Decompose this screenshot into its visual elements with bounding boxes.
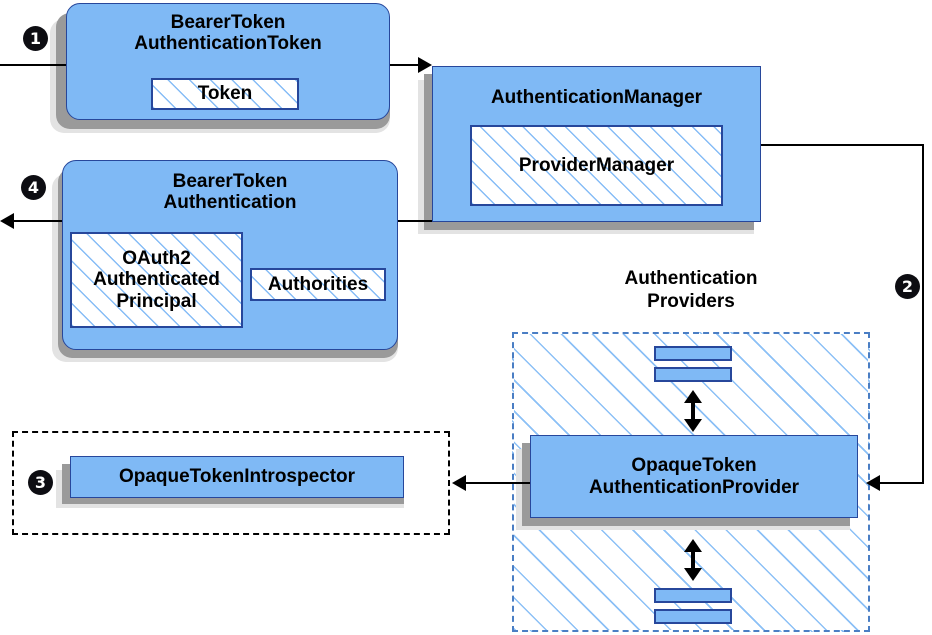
inner-token[interactable]: Token bbox=[151, 78, 299, 110]
provider-link-arrow-top bbox=[684, 390, 702, 432]
provider-stub-bottom-bar-1 bbox=[654, 588, 732, 603]
step-bullet-4: 4 bbox=[21, 175, 46, 200]
connector-provider-to-introspector bbox=[466, 482, 530, 484]
connector-manager-down-segment bbox=[922, 144, 924, 484]
provider-stub-top-bar-1 bbox=[654, 346, 732, 361]
inner-oauth2-authenticated-principal[interactable]: OAuth2 Authenticated Principal bbox=[70, 232, 243, 328]
opaque-token-introspector-title: OpaqueTokenIntrospector bbox=[118, 466, 356, 488]
authentication-providers-label: Authentication Providers bbox=[624, 268, 758, 312]
bearer-token-authentication-title: BearerToken Authentication bbox=[163, 171, 297, 214]
connector-token-to-manager bbox=[390, 64, 420, 66]
connector-provider-to-introspector-arrowhead bbox=[452, 475, 466, 491]
step-bullet-3: 3 bbox=[28, 470, 53, 495]
authentication-manager-title: AuthenticationManager bbox=[490, 87, 703, 108]
opaque-token-authentication-provider-title: OpaqueToken AuthenticationProvider bbox=[588, 455, 800, 498]
connector-manager-to-authentication bbox=[398, 220, 432, 222]
connector-manager-right-segment bbox=[761, 144, 924, 146]
node-opaque-token-authentication-provider[interactable]: OpaqueToken AuthenticationProvider bbox=[530, 435, 858, 518]
provider-stub-bottom-bar-2 bbox=[654, 609, 732, 624]
connector-token-to-manager-arrowhead bbox=[418, 57, 432, 73]
connector-authentication-output-arrowhead bbox=[0, 213, 14, 229]
connector-authentication-output bbox=[14, 220, 62, 222]
provider-stub-top-bar-2 bbox=[654, 367, 732, 382]
connector-into-providers-segment bbox=[880, 482, 924, 484]
step-bullet-2: 2 bbox=[895, 274, 920, 299]
node-opaque-token-introspector[interactable]: OpaqueTokenIntrospector bbox=[70, 456, 404, 498]
step-bullet-1: 1 bbox=[23, 26, 48, 51]
bearer-token-authentication-token-title: BearerToken AuthenticationToken bbox=[134, 12, 322, 55]
connector-incoming-request bbox=[0, 64, 70, 66]
connector-into-providers-arrowhead bbox=[866, 475, 880, 491]
inner-provider-manager[interactable]: ProviderManager bbox=[470, 125, 723, 206]
inner-authorities[interactable]: Authorities bbox=[250, 268, 386, 301]
group-introspector bbox=[12, 431, 450, 535]
provider-link-arrow-bottom bbox=[684, 539, 702, 581]
